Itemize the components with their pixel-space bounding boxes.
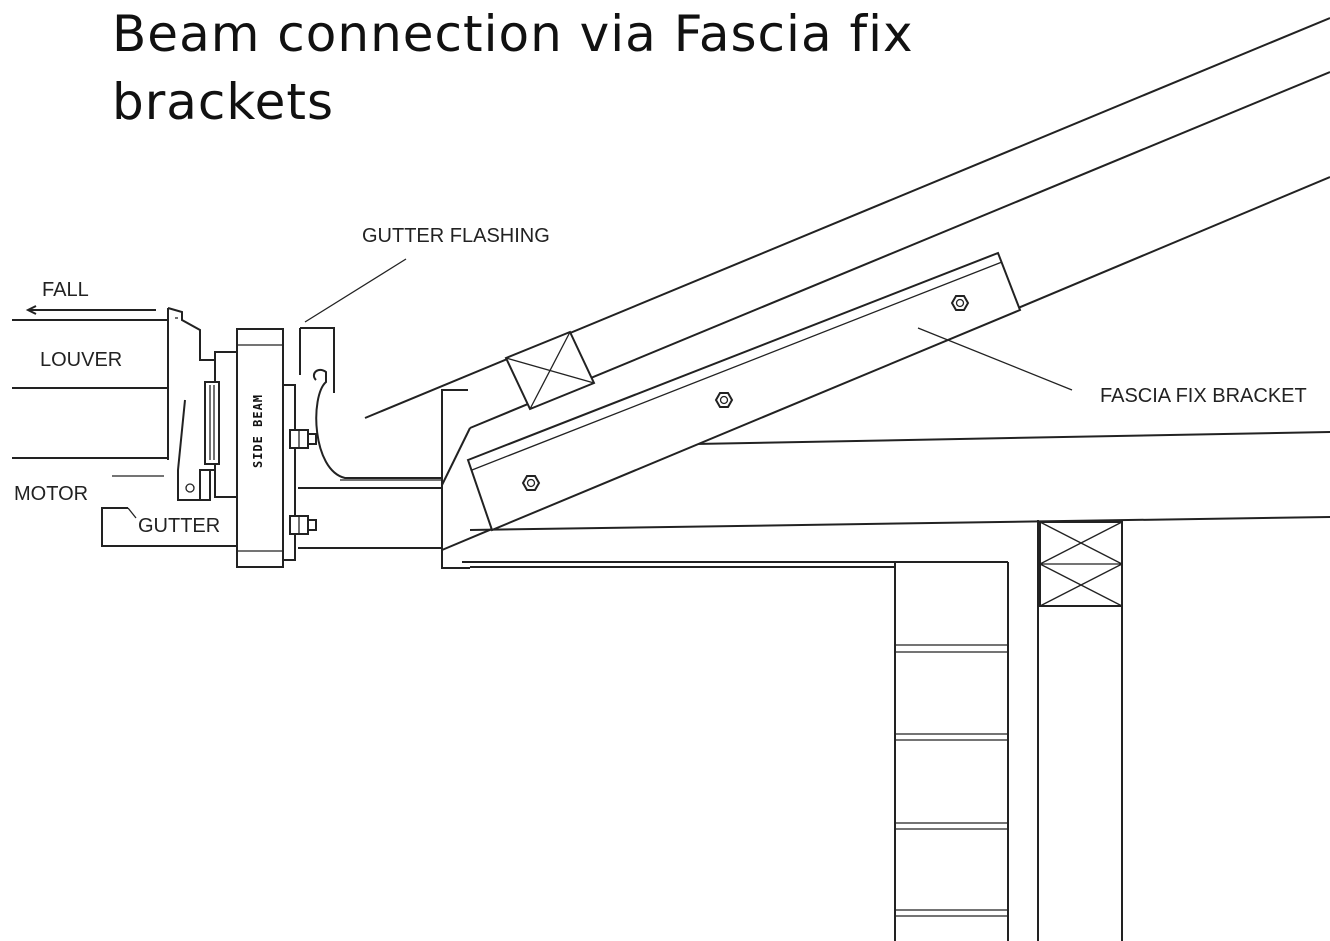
bracket-bolt [521, 475, 541, 491]
drawing-title: Beam connection via Fascia fix brackets [112, 5, 914, 131]
beam-bolt [289, 515, 317, 535]
fall-label: FALL [42, 279, 89, 301]
gutter-outline [101, 507, 237, 547]
fascia-fix-bracket [466, 251, 1022, 532]
side-beam: SIDE BEAM [236, 328, 296, 568]
fascia-board [441, 389, 470, 569]
leader-lines [112, 258, 1073, 477]
louver-assembly [12, 307, 238, 501]
fall-arrow [25, 305, 156, 315]
batten-cross [504, 330, 596, 411]
brick-wall [894, 562, 1009, 941]
connection-lines [298, 479, 442, 549]
gutter-flashing [299, 327, 442, 479]
fascia-fix-bracket-label: FASCIA FIX BRACKET [1100, 385, 1307, 407]
gutter-label: GUTTER [138, 515, 220, 537]
beam-bolt [289, 429, 317, 449]
louver-label: LOUVER [40, 349, 122, 371]
soffit-lining [462, 561, 1008, 568]
motor-label: MOTOR [14, 483, 88, 505]
bracket-bolt [714, 392, 734, 408]
gutter-flashing-label: GUTTER FLASHING [362, 225, 550, 247]
stud-frame [1037, 520, 1123, 941]
bracket-bolt [950, 295, 970, 311]
side-beam-label: SIDE BEAM [251, 394, 265, 468]
